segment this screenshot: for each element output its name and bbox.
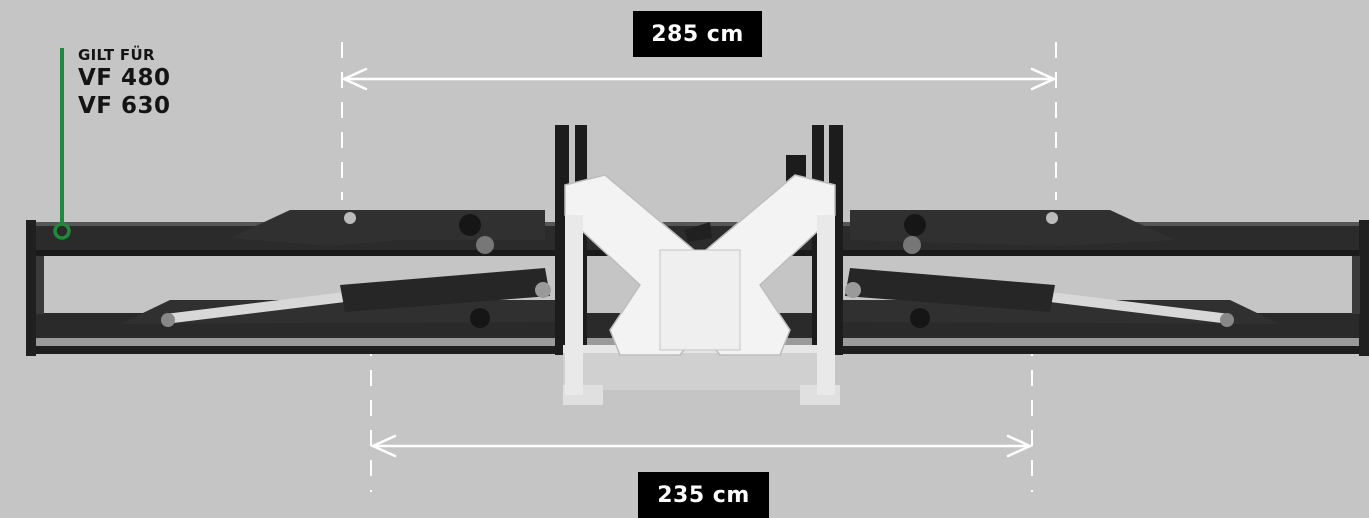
center-headstock [563, 174, 840, 405]
dimension-arrow-top [340, 67, 1058, 91]
dimension-label-top: 285 cm [633, 11, 762, 57]
legend-marker [53, 48, 71, 240]
right-wing [840, 210, 1280, 324]
pivot-joints [344, 212, 1058, 328]
extension-lines [341, 42, 1057, 492]
legend-heading: GILT FÜR [78, 46, 155, 64]
legend-model-2: VF 630 [78, 93, 171, 119]
dimension-label-bottom: 235 cm [638, 472, 769, 518]
legend: GILT FÜR VF 480 VF 630 [78, 46, 171, 120]
left-hydraulic-cylinder [161, 268, 551, 327]
legend-model-1: VF 480 [78, 65, 171, 91]
dimension-arrow-bottom [369, 434, 1034, 458]
right-hydraulic-cylinder [845, 268, 1234, 327]
